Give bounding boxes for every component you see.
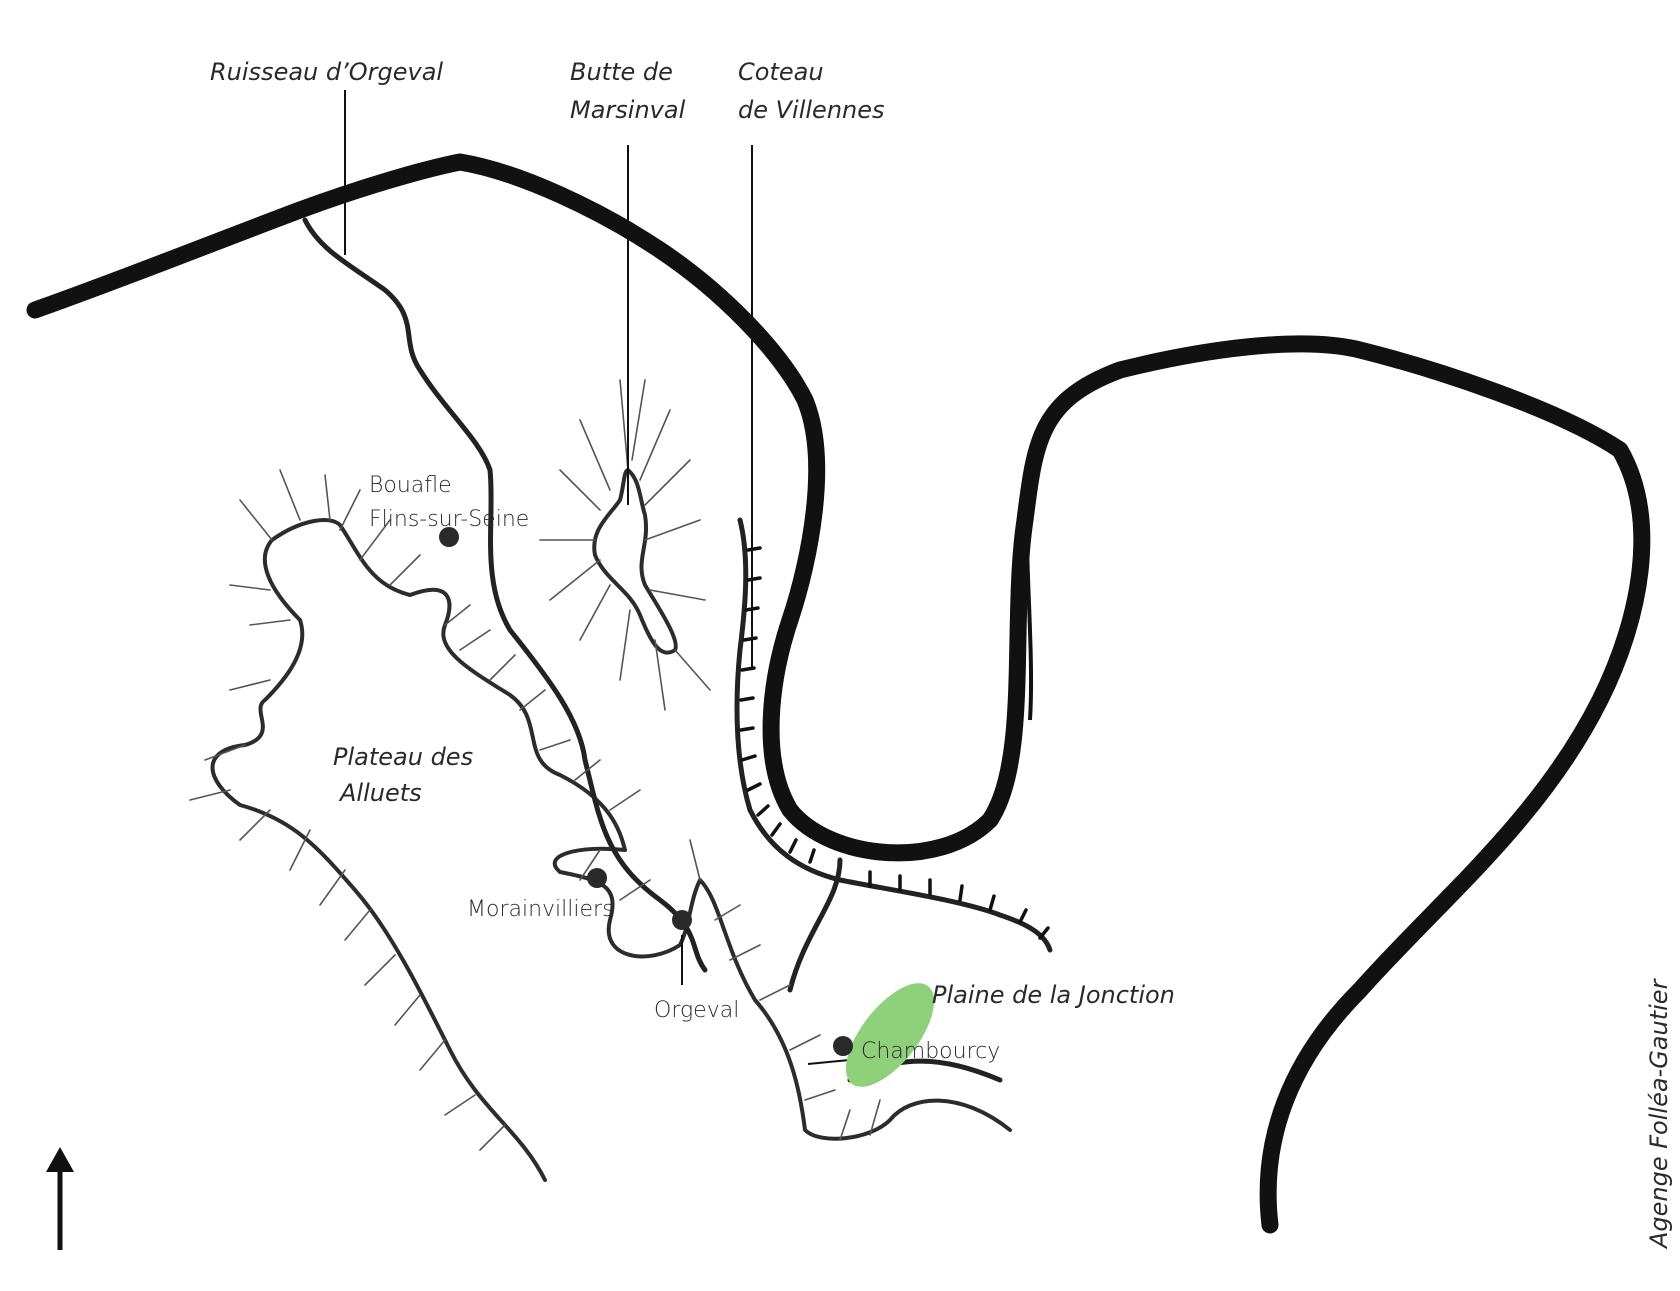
- butte-de-marsinval-outline: [592, 468, 678, 655]
- plaine-label: Plaine de la Jonction: [932, 981, 1175, 1009]
- plateau-hachures: [189, 469, 881, 1151]
- plaine-de-la-jonction-area: [845, 983, 935, 1087]
- coteau-label-line2: de Villennes: [738, 96, 885, 124]
- seine-river-inner-bank: [1024, 449, 1034, 721]
- plateau-label-line1: Plateau des: [333, 743, 473, 771]
- ruisseau-label: Ruisseau d’Orgeval: [210, 58, 443, 86]
- butte-label-line1: Butte de: [570, 58, 673, 86]
- flins-sur-seine-label: Flins-sur-Seine: [369, 507, 529, 532]
- north-arrow-icon: [46, 1147, 74, 1250]
- morainvilliers-dot: [587, 868, 607, 888]
- chambourcy-dot: [833, 1036, 853, 1056]
- credit-label: Agenge Folléa-Gautier: [1645, 977, 1673, 1250]
- plateau-des-alluets-outline: [270, 518, 1012, 1141]
- butte-label-line2: Marsinval: [570, 96, 686, 124]
- bouafle-label: Bouafle: [369, 473, 452, 498]
- plateau-western-edge: [210, 538, 547, 1182]
- flins-sur-seine-dot: [439, 527, 459, 547]
- chambourcy-stream: [787, 857, 843, 993]
- seine-river: [26, 153, 1651, 1234]
- coteau-ticks: [739, 546, 1050, 940]
- morainvilliers-label: Morainvilliers: [467, 897, 614, 922]
- ruisseau-d-orgeval-stream: [302, 217, 708, 973]
- coteau-de-villennes-line: [734, 517, 1053, 953]
- chambourcy-label: Chambourcy: [861, 1039, 1000, 1064]
- butte-hachures: [539, 379, 711, 711]
- orgeval-dot: [672, 910, 692, 930]
- coteau-label-line1: Coteau: [738, 58, 824, 86]
- plateau-label-line2: Alluets: [338, 779, 422, 807]
- orgeval-label: Orgeval: [654, 998, 739, 1023]
